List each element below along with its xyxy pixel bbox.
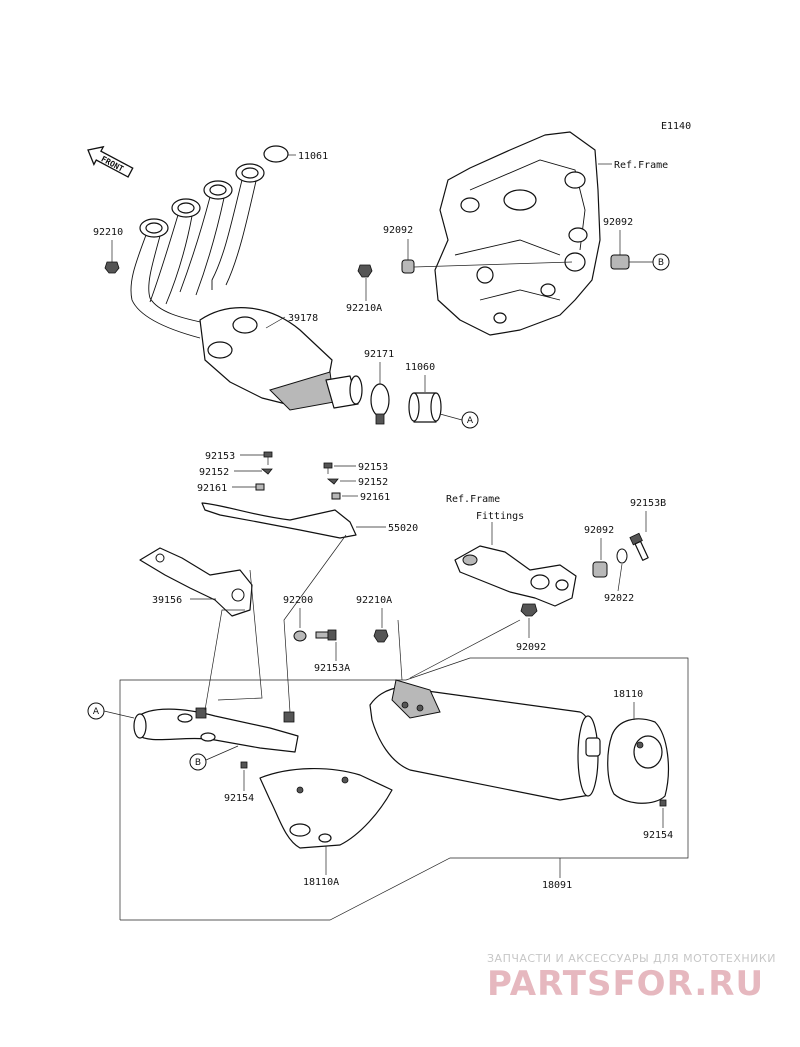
marker-a-bottom: A: [87, 702, 105, 720]
muffler-group-border: [119, 657, 689, 921]
label-92092-mid: 92092: [584, 525, 614, 536]
label-92092-right: 92092: [603, 217, 633, 228]
svg-text:B: B: [195, 758, 201, 768]
bolt-icon: [263, 451, 273, 465]
label-92092-top: 92092: [383, 225, 413, 236]
svg-text:A: A: [93, 707, 100, 717]
svg-text:A: A: [467, 416, 474, 426]
label-92161-mid: 92161: [360, 492, 390, 503]
label-92092-low: 92092: [516, 642, 546, 653]
label-18110: 18110: [613, 689, 643, 700]
washer-icon: [293, 630, 307, 642]
muffler-18091: [369, 679, 601, 801]
bushing-icon: [610, 254, 630, 270]
bracket-39156: [139, 547, 253, 617]
front-arrow-icon: FRONT: [87, 145, 134, 178]
label-92153A: 92153A: [314, 663, 350, 674]
link-pipe: [133, 707, 299, 753]
frame-section: [434, 131, 601, 336]
label-ref-frame: Ref.Frame: [614, 160, 668, 171]
label-92153B: 92153B: [630, 498, 666, 509]
exhaust-header-pipes: [130, 145, 363, 411]
label-11061: 11061: [298, 151, 328, 162]
nut-icon: [104, 261, 120, 274]
nut-icon: [520, 603, 538, 617]
label-92153-mid: 92153: [358, 462, 388, 473]
label-92154-right: 92154: [643, 830, 673, 841]
clamp-92171: [370, 383, 390, 425]
washer-icon: [616, 548, 628, 564]
label-ref-frame-fittings-1: Ref.Frame: [446, 494, 500, 505]
end-cap-18110: [607, 718, 670, 804]
heat-guard-18110A: [259, 767, 393, 849]
bushing-icon: [592, 561, 608, 578]
bolt-icon: [315, 629, 337, 641]
sleeve-11060: [408, 392, 442, 423]
bolt-icon: [323, 462, 333, 474]
label-92210-top: 92210: [93, 227, 123, 238]
frame-fitting-bracket: [454, 545, 577, 607]
label-92161-left: 92161: [197, 483, 227, 494]
label-92210A-top: 92210A: [346, 303, 382, 314]
watermark-logo: PARTSFOR.RU: [487, 964, 764, 1004]
label-92022: 92022: [604, 593, 634, 604]
label-92154-left: 92154: [224, 793, 254, 804]
svg-text:B: B: [658, 258, 664, 268]
label-18110A: 18110A: [303, 877, 339, 888]
bolt-icon: [240, 761, 248, 769]
label-55020: 55020: [388, 523, 418, 534]
label-18091: 18091: [542, 880, 572, 891]
bolt-icon: [629, 532, 649, 561]
hanger-bracket-55020: [201, 502, 357, 539]
label-92153-left: 92153: [205, 451, 235, 462]
label-39156: 39156: [152, 595, 182, 606]
watermark-tagline: ЗАПЧАСТИ И АКСЕССУАРЫ ДЛЯ МОТОТЕХНИКИ: [487, 952, 776, 965]
diagram-code: E1140: [661, 121, 691, 132]
nut-icon: [357, 264, 373, 278]
label-92210A-mid: 92210A: [356, 595, 392, 606]
bushing-icon: [401, 259, 415, 274]
label-92152-left: 92152: [199, 467, 229, 478]
marker-b-bottom: B: [189, 753, 207, 771]
label-ref-frame-fittings-2: Fittings: [476, 511, 524, 522]
label-92152-mid: 92152: [358, 477, 388, 488]
label-11060: 11060: [405, 362, 435, 373]
label-39178: 39178: [288, 313, 318, 324]
nut-icon: [373, 629, 389, 643]
bolt-icon: [659, 799, 667, 807]
label-92171: 92171: [364, 349, 394, 360]
marker-a-top: A: [461, 411, 479, 429]
marker-b-top: B: [652, 253, 670, 271]
